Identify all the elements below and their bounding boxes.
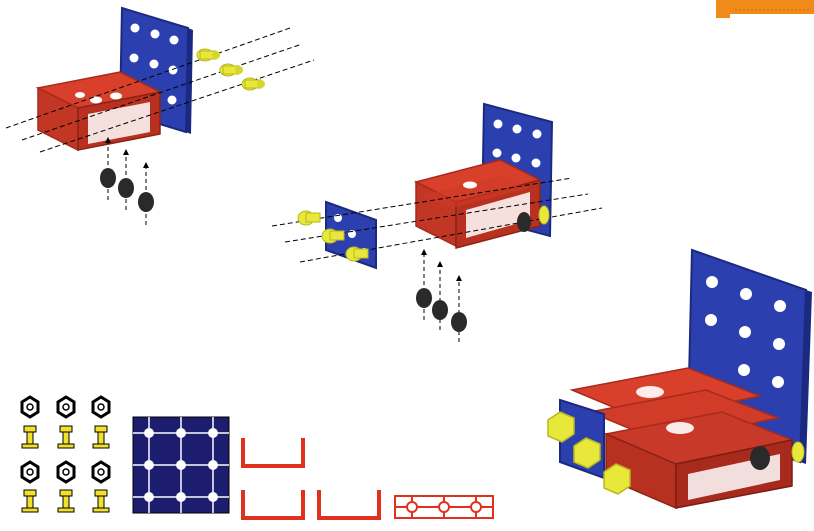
bolt-icon (22, 490, 38, 512)
nut-icon (93, 397, 109, 417)
black-nut (100, 168, 116, 188)
yellow-bolt (298, 211, 320, 225)
yellow-bolt (197, 49, 220, 61)
black-nut (118, 178, 134, 198)
parts-legend (22, 397, 493, 518)
square-plate (133, 417, 229, 513)
nut-icon (22, 462, 38, 482)
yellow-bolt (220, 64, 243, 76)
bolt-icon (58, 490, 74, 512)
nut-icon (58, 462, 74, 482)
red-u-channel (416, 160, 540, 248)
black-nut (451, 312, 467, 332)
nut-icon (58, 397, 74, 417)
bolt-icon (93, 426, 109, 448)
yellow-bolt (242, 78, 265, 90)
black-nut (138, 192, 154, 212)
completed-chair (548, 250, 812, 508)
bolt-icon (93, 490, 109, 512)
red-u-channel (38, 72, 160, 150)
black-nut (416, 288, 432, 308)
bolt-icon (58, 426, 74, 448)
bolt-icon (22, 426, 38, 448)
u-channel-icon (243, 438, 379, 518)
step-1 (6, 8, 314, 225)
step-2 (272, 104, 602, 342)
strip-icon (395, 496, 493, 518)
nut-icon (22, 397, 38, 417)
corner-tab-icon (716, 0, 814, 18)
black-nut (432, 300, 448, 320)
nut-icon (93, 462, 109, 482)
